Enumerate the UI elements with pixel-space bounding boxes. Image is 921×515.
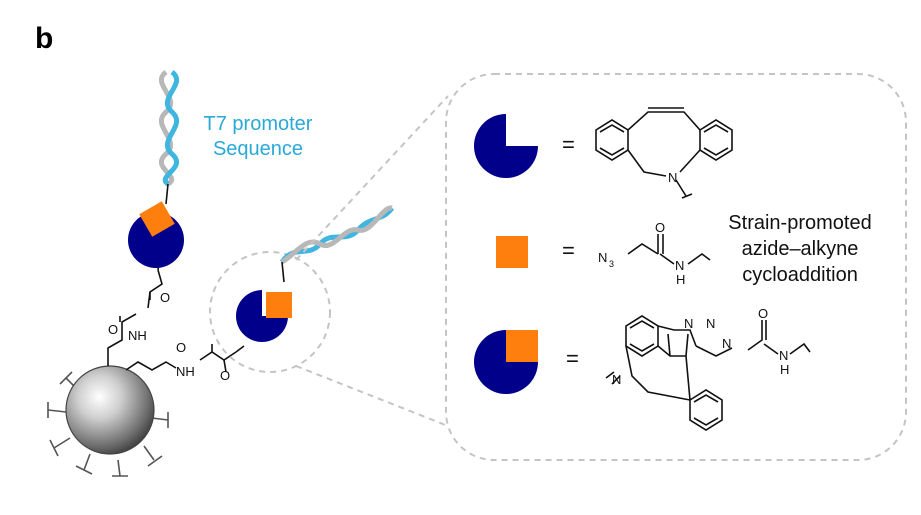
reaction-label-line1: Strain-promoted xyxy=(728,212,872,234)
azide-structure xyxy=(627,234,711,265)
linker-atom-lower-nh: NH xyxy=(176,364,195,379)
magnetic-bead xyxy=(65,365,155,455)
product-triazole-n3: N xyxy=(722,336,731,351)
middle-product-disk xyxy=(236,290,288,342)
middle-conjugate xyxy=(236,290,292,342)
legend-box xyxy=(445,73,907,461)
legend-equals-1: = xyxy=(562,132,575,157)
spaac-reaction-label: Strain-promoted azide–alkyne cycloadditi… xyxy=(712,210,888,288)
middle-dna-helix xyxy=(279,205,395,283)
legend-product-square xyxy=(506,330,538,362)
azide-nh-n-atom: N xyxy=(675,258,684,273)
product-triazole-n1: N xyxy=(684,316,693,331)
linker-atom-upper-o2: O xyxy=(108,322,118,337)
linker-atom-lower-o2: O xyxy=(220,368,230,383)
legend-azide-square xyxy=(496,236,528,268)
product-nh-n-atom: N xyxy=(779,348,788,363)
legend-dbco-disk xyxy=(474,114,538,178)
product-triazole-n2: N xyxy=(706,316,715,331)
middle-product-square xyxy=(266,292,292,318)
reaction-label-line3: cycloaddition xyxy=(742,264,858,286)
lower-tether xyxy=(235,345,245,353)
t7-label-line1: T7 promoter xyxy=(203,113,313,135)
azide-subscript-3: 3 xyxy=(609,259,614,269)
product-n-left-atom: N xyxy=(612,372,621,387)
upper-conjugate xyxy=(128,201,184,268)
azide-n-atom: N xyxy=(598,250,607,265)
linker-atom-upper-nh: NH xyxy=(128,328,147,343)
zoom-line-top xyxy=(295,95,449,261)
dbco-n-atom: N xyxy=(668,170,677,185)
azide-nh-h-atom: H xyxy=(676,272,685,287)
product-o-atom: O xyxy=(758,306,768,321)
linker-atom-lower-o: O xyxy=(176,340,186,355)
magnetic-bead-group: O O NH O NH O xyxy=(47,255,245,477)
linker-atom-upper-o: O xyxy=(160,290,170,305)
product-nh-h-atom: H xyxy=(780,362,789,377)
dna-tether-2 xyxy=(281,261,285,283)
dna-strand-blue xyxy=(163,70,180,187)
t7-promoter-label: T7 promoter Sequence xyxy=(178,112,338,162)
t7-label-line2: Sequence xyxy=(212,138,304,160)
legend-row-product: = N N N N O xyxy=(474,306,811,431)
legend-row-azide: = N 3 O N H xyxy=(496,220,711,287)
dna-strand-grey xyxy=(158,70,175,187)
dna-strand-grey-2 xyxy=(280,205,393,265)
upper-linker-chain xyxy=(107,269,163,366)
panel-letter: b xyxy=(35,22,54,55)
dna-tether xyxy=(165,183,169,205)
legend-equals-2: = xyxy=(562,238,575,263)
azide-o-atom: O xyxy=(655,220,665,235)
triazole-product-structure xyxy=(605,315,811,431)
legend-equals-3: = xyxy=(566,346,579,371)
reaction-label-line2: azide–alkyne xyxy=(741,238,859,260)
upper-dna-helix xyxy=(158,70,180,205)
dbco-structure xyxy=(595,107,733,199)
zoom-line-bottom xyxy=(295,365,449,427)
legend-row-dbco: = N xyxy=(474,107,733,199)
bead-surface-ligands xyxy=(47,371,169,477)
zoom-circle xyxy=(209,251,331,373)
upper-azide-square xyxy=(139,201,175,237)
lower-linker-chain xyxy=(125,344,237,373)
